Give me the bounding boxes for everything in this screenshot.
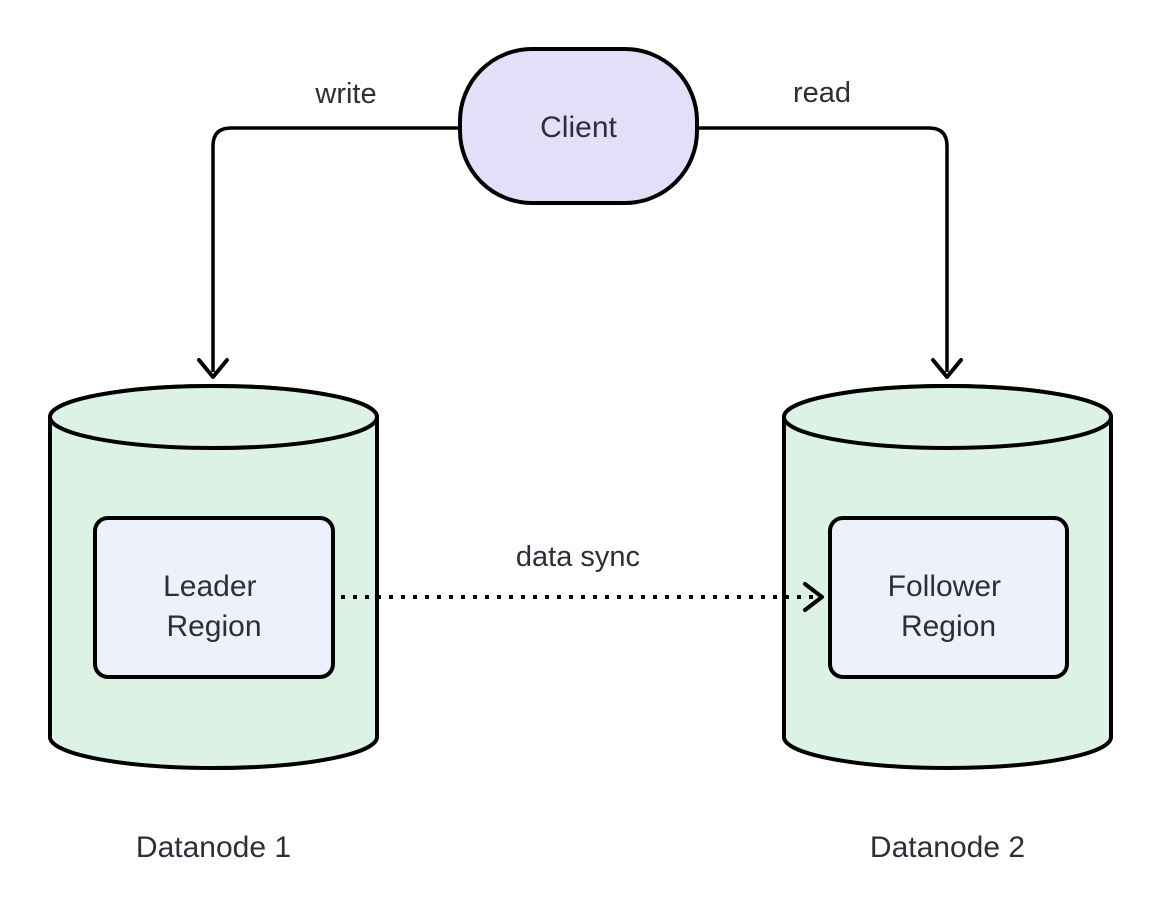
edge-read: read — [697, 77, 963, 379]
leader-region-box — [93, 516, 335, 679]
follower-region-label-line2: Region — [901, 610, 996, 643]
write-edge-label: write — [314, 78, 376, 110]
datanode2-cylinder-top — [782, 384, 1113, 450]
write-edge-line — [211, 126, 460, 372]
read-arrowhead-icon — [931, 358, 963, 379]
leader-region-label-line1: Leader — [163, 570, 256, 603]
write-arrowhead-icon — [197, 358, 229, 379]
follower-region-label-line1: Follower — [888, 570, 1001, 603]
data-sync-arrowhead-icon — [803, 582, 824, 612]
edge-write: write — [197, 78, 460, 379]
datanode2-label: Datanode 2 — [870, 831, 1025, 864]
client-label: Client — [540, 111, 617, 144]
read-edge-label: read — [793, 77, 851, 109]
client-stadium — [458, 47, 699, 205]
leader-region-label: Leader Region — [163, 570, 265, 643]
follower-region-label: Follower Region — [888, 570, 1010, 643]
read-edge-line — [697, 126, 949, 372]
node-client: Client — [458, 47, 699, 205]
node-follower-region: Follower Region — [828, 516, 1069, 679]
follower-region-box — [828, 516, 1069, 679]
leader-region-label-line2: Region — [166, 610, 261, 643]
edge-data-sync: data sync — [341, 541, 824, 612]
node-leader-region: Leader Region — [93, 516, 335, 679]
datanode1-cylinder-top — [48, 384, 379, 450]
data-sync-edge-label: data sync — [516, 541, 640, 573]
datanode1-label: Datanode 1 — [136, 831, 291, 864]
